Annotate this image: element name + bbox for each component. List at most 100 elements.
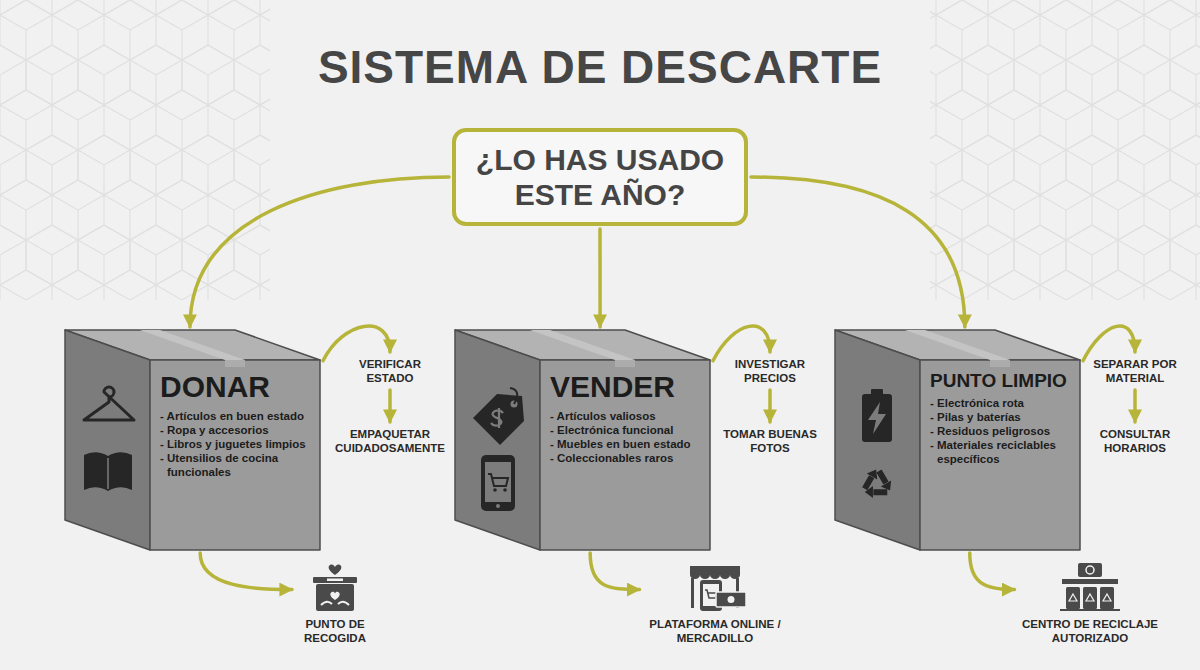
cardboard-box <box>455 330 540 550</box>
online-shop-icon <box>728 596 735 603</box>
background-pattern <box>0 0 270 300</box>
cardboard-box <box>990 360 1010 367</box>
question-text: ¿LO HAS USADO ESTE AÑO? <box>470 142 730 212</box>
box-item: - Ropa y accesorios <box>160 423 310 437</box>
node-label: PLATAFORMA ONLINE / MERCADILLO <box>645 617 786 645</box>
phone-cart-icon <box>488 474 508 486</box>
online-shop-icon <box>705 590 717 598</box>
category-box: VENDER- Artículos valiosos- Electrónica … <box>455 330 710 550</box>
node-label: CONSULTAR HORARIOS <box>1092 427 1178 455</box>
book-icon <box>84 452 132 491</box>
cardboard-box <box>455 330 710 550</box>
price-tag-icon <box>473 394 524 445</box>
node-label: VERIFICAR ESTADO <box>347 357 433 385</box>
node-label: PUNTO DE RECOGIDA <box>297 617 373 645</box>
cardboard-box <box>615 360 635 367</box>
recycling-center-icon <box>1060 609 1120 611</box>
recycling-center-icon <box>1062 579 1118 584</box>
diagram-title: SISTEMA DE DESCARTE <box>0 40 1200 94</box>
recycle-icon <box>879 471 886 483</box>
box-item: - Artículos en buen estado <box>160 409 310 423</box>
background-pattern <box>930 0 1200 300</box>
flow-arrow <box>768 390 772 422</box>
destination-node: CENTRO DE RECICLAJE AUTORIZADO <box>1018 565 1163 647</box>
node-label: CENTRO DE RECICLAJE AUTORIZADO <box>1020 617 1161 645</box>
recycle-icon <box>859 468 892 502</box>
flow-arrow <box>970 553 1015 590</box>
cardboard-box <box>225 360 245 367</box>
box-item: - Libros y juguetes limpios <box>160 437 310 451</box>
battery-icon <box>862 394 892 442</box>
phone-cart-icon <box>493 488 497 492</box>
destination-node: PUNTO DE RECOGIDA <box>295 565 375 647</box>
recycle-icon <box>879 471 891 491</box>
online-shop-icon <box>691 578 694 608</box>
flow-arrow <box>751 177 965 327</box>
cardboard-box <box>920 360 1080 550</box>
decision-box: ¿LO HAS USADO ESTE AÑO? <box>452 128 748 226</box>
flow-arrow <box>590 553 639 590</box>
flow-arrow <box>598 229 602 327</box>
donation-box-icon <box>316 584 354 611</box>
box-item: - Utensilios de cocina funcionales <box>160 451 310 479</box>
step-label: CONSULTAR HORARIOS <box>1090 425 1180 457</box>
recycling-center-icon <box>1083 587 1097 609</box>
step-label: VERIFICAR ESTADO <box>345 355 435 387</box>
box-item: - Residuos peligrosos <box>930 424 1070 438</box>
book-icon <box>84 452 132 491</box>
online-shop-icon <box>716 592 746 607</box>
cardboard-box <box>835 330 1080 550</box>
box-item: - Electrónica rota <box>930 396 1070 410</box>
box-item: - Electrónica funcional <box>550 423 700 437</box>
flow-arrow <box>1133 390 1137 422</box>
destination-node: PLATAFORMA ONLINE / MERCADILLO <box>643 565 788 647</box>
cardboard-box <box>65 330 320 550</box>
price-tag-icon <box>491 408 503 428</box>
donation-box-icon <box>329 565 342 575</box>
donation-box-icon <box>330 592 339 600</box>
cardboard-box <box>530 330 635 360</box>
category-box: DONAR - Artículos en buen estado- Ropa y … <box>65 330 320 550</box>
recycle-icon <box>859 468 882 488</box>
box-item: - Pilas y baterías <box>930 410 1070 424</box>
node-label: TOMAR BUENAS FOTOS <box>722 427 818 455</box>
online-shop-icon <box>690 566 740 572</box>
flow-arrow <box>200 553 292 590</box>
hanger-icon <box>84 387 134 420</box>
box-heading: DONAR <box>160 370 310 405</box>
node-label: EMPAQUETAR CUIDADOSAMENTE <box>332 427 448 455</box>
recycle-icon <box>861 477 875 489</box>
phone-cart-icon <box>481 455 515 511</box>
recycling-center-icon <box>1060 563 1120 611</box>
box-item: - Coleccionables raros <box>550 451 700 465</box>
box-item: - Artículos valiosos <box>550 409 700 423</box>
donation-box-icon <box>327 579 343 582</box>
step-label: EMPAQUETAR CUIDADOSAMENTE <box>330 425 450 457</box>
recycling-center-icon <box>1078 563 1102 577</box>
donation-box-icon <box>313 565 357 611</box>
cardboard-box <box>540 360 710 550</box>
price-tag-icon <box>473 388 524 445</box>
recycling-center-icon <box>1100 587 1114 609</box>
cardboard-box <box>150 360 320 550</box>
phone-cart-icon <box>481 455 515 511</box>
donation-box-icon <box>321 602 349 605</box>
flow-arrow <box>388 390 392 422</box>
cardboard-box <box>65 330 150 550</box>
step-label: INVESTIGAR PRECIOS <box>720 355 820 387</box>
recycle-icon <box>873 486 887 498</box>
box-item: - Materiales reciclables específicos <box>930 438 1070 466</box>
online-shop-icon <box>690 572 740 579</box>
recycling-center-icon <box>1103 594 1111 601</box>
node-label: INVESTIGAR PRECIOS <box>722 357 818 385</box>
phone-cart-icon <box>503 488 507 492</box>
recycle-icon <box>881 481 891 491</box>
flow-arrow <box>190 177 449 327</box>
price-tag-icon <box>510 388 517 404</box>
donation-box-icon <box>313 577 357 583</box>
phone-cart-icon <box>496 504 500 508</box>
category-box: PUNTO LIMPIO- Electrónica rota- Pilas y … <box>835 330 1080 550</box>
cardboard-box <box>140 330 245 360</box>
phone-cart-icon <box>485 462 511 502</box>
